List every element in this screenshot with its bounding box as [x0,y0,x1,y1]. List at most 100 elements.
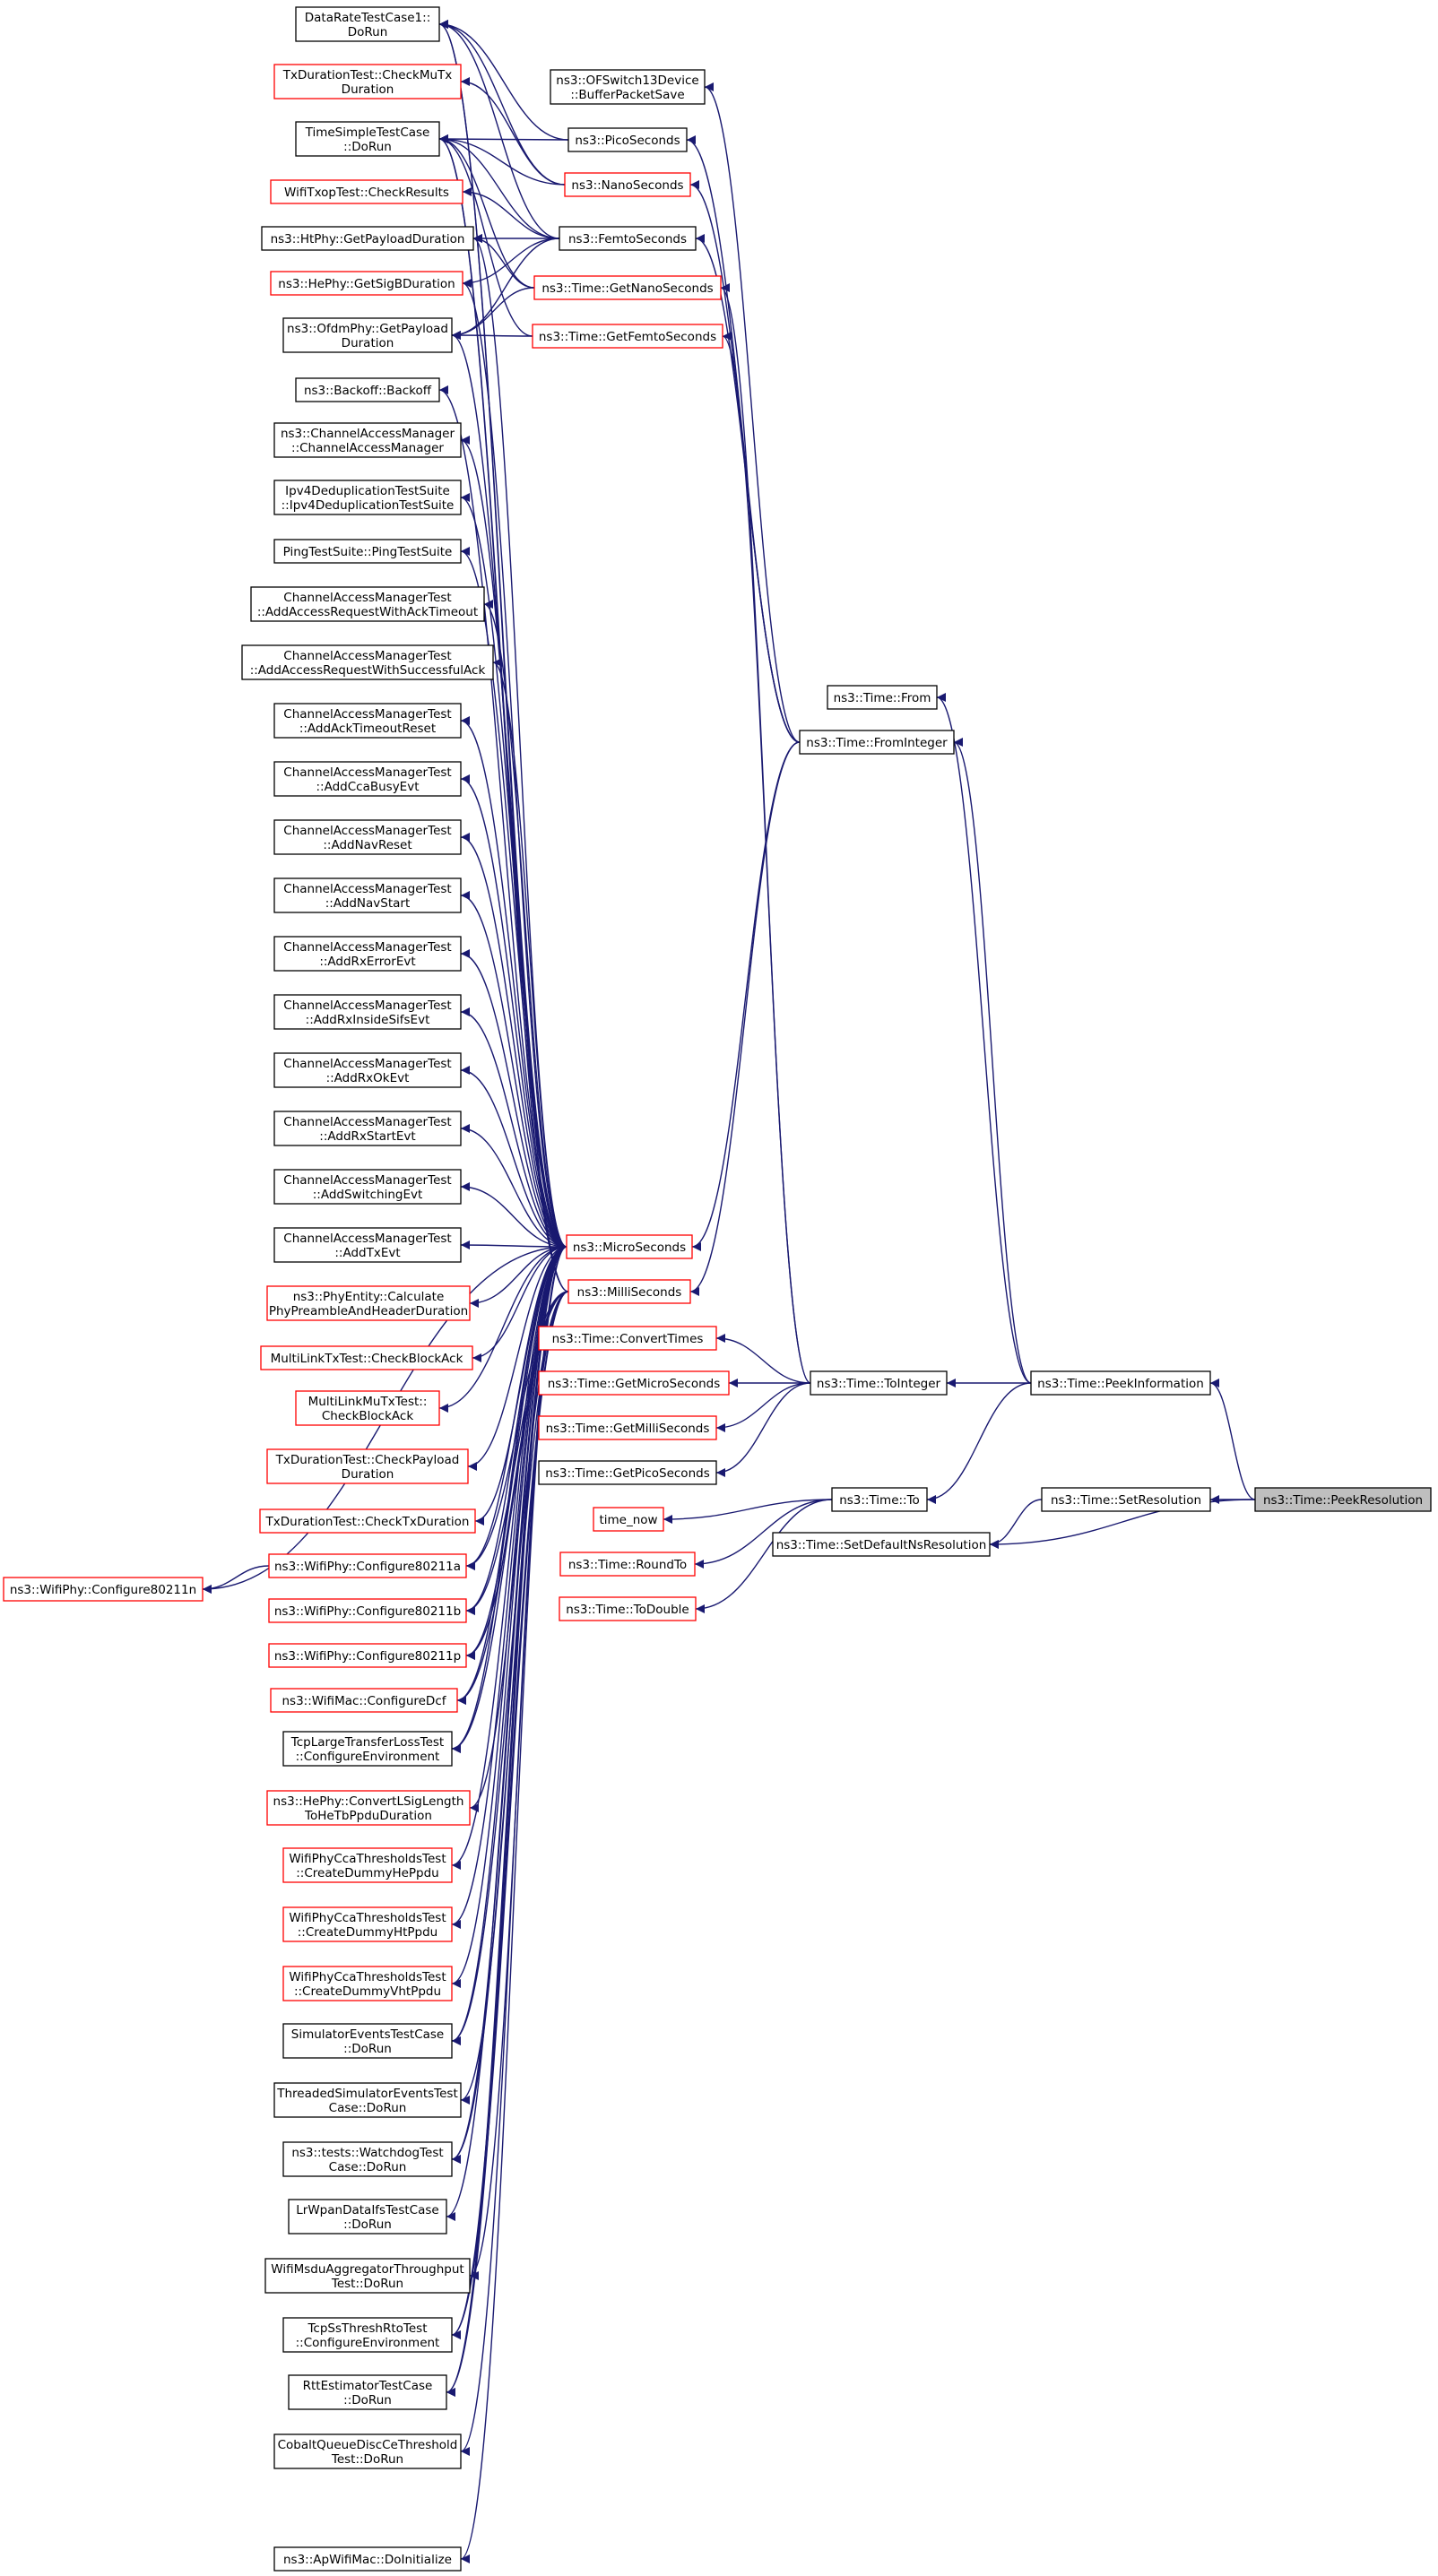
node-label: ::ChannelAccessManager [291,441,444,455]
node-ns3-milliseconds[interactable]: ns3::MilliSeconds [567,1279,691,1304]
node-box [273,2546,462,2572]
node-box [273,2433,462,2469]
node-ns3-time-roundto[interactable]: ns3::Time::RoundTo [559,1552,696,1577]
node-channelaccessmanagertest-addccabusyevt[interactable]: ChannelAccessManagerTest::AddCcaBusyEvt [273,761,462,797]
node-multilinkmutxtest-checkblockack[interactable]: MultiLinkMuTxTest::CheckBlockAck [295,1390,440,1426]
node-ns3-ofdmphy-getpayloadduration[interactable]: ns3::OfdmPhy::GetPayloadDuration [282,317,453,353]
node-wifiphyccathresholdstest-createdummyhtppdu[interactable]: WifiPhyCcaThresholdsTest::CreateDummyHtP… [282,1906,453,1942]
node-ipv4deduplicationtestsuite-ipv4deduplicationtestsuite[interactable]: Ipv4DeduplicationTestSuite::Ipv4Deduplic… [273,480,462,515]
node-ns3-htphy-getpayloadduration[interactable]: ns3::HtPhy::GetPayloadDuration [261,226,474,251]
edge-picoseconds-to-dataratetest [438,20,569,141]
node-label: ::BufferPacketSave [570,88,684,102]
node-wifiphyccathresholdstest-createdummyheppdu[interactable]: WifiPhyCcaThresholdsTest::CreateDummyHeP… [282,1847,453,1883]
node-label: ChannelAccessManagerTest [283,940,451,955]
node-label: ::DoRun [343,2393,392,2407]
node-ns3-time-getpicoseconds[interactable]: ns3::Time::GetPicoSeconds [538,1460,717,1485]
node-ns3-time-setdefaultnsresolution[interactable]: ns3::Time::SetDefaultNsResolution [772,1532,991,1557]
node-ns3-wifiphy-configure80211n[interactable]: ns3::WifiPhy::Configure80211n [3,1577,204,1602]
node-channelaccessmanagertest-addnavreset[interactable]: ChannelAccessManagerTest::AddNavReset [273,819,462,855]
node-ns3-nanoseconds[interactable]: ns3::NanoSeconds [564,172,691,197]
edge-peekresolution-to-setdefaultnsresolution [989,1499,1256,1549]
node-label: ns3::HePhy::GetSigBDuration [278,277,455,291]
node-label: ns3::ChannelAccessManager [281,427,455,441]
node-label: ChannelAccessManagerTest [283,649,451,663]
node-ns3-time-getfemtoseconds[interactable]: ns3::Time::GetFemtoSeconds [532,324,723,349]
node-txdurationtest-checktxduration[interactable]: TxDurationTest::CheckTxDuration [259,1508,476,1534]
node-ns3-phyentity-calculatephypreambleandheaderduration[interactable]: ns3::PhyEntity::CalculatePhyPreambleAndH… [266,1285,471,1321]
node-ns3-channelaccessmanager-channelaccessmanager[interactable]: ns3::ChannelAccessManager::ChannelAccess… [273,422,462,458]
node-wifiphyccathresholdstest-createdummyvhtppdu[interactable]: WifiPhyCcaThresholdsTest::CreateDummyVht… [282,1966,453,2001]
node-dataratetestcase1-dorun[interactable]: DataRateTestCase1::DoRun [295,6,440,42]
node-ns3-wifiphy-configure80211p[interactable]: ns3::WifiPhy::Configure80211p [268,1643,467,1668]
node-ns3-time-todouble[interactable]: ns3::Time::ToDouble [559,1596,697,1621]
node-ns3-hephy-getsigbduration[interactable]: ns3::HePhy::GetSigBDuration [270,271,463,296]
node-label: ns3::OfdmPhy::GetPayload [287,322,448,336]
node-ns3-wifiphy-configure80211a[interactable]: ns3::WifiPhy::Configure80211a [268,1553,467,1578]
node-pingtestsuite-pingtestsuite[interactable]: PingTestSuite::PingTestSuite [273,539,462,564]
node-tcpssthreshrtotest-configureenvironment[interactable]: TcpSsThreshRtoTest::ConfigureEnvironment [282,2317,453,2353]
node-ns3-femtoseconds[interactable]: ns3::FemtoSeconds [559,226,697,251]
node-ns3-time-frominteger[interactable]: ns3::Time::FromInteger [799,730,955,755]
node-channelaccessmanagertest-addrxerrorevt[interactable]: ChannelAccessManagerTest::AddRxErrorEvt [273,936,462,972]
edge-microseconds-to-ccaht [451,1246,567,1929]
node-ns3-time-getmilliseconds[interactable]: ns3::Time::GetMilliSeconds [538,1415,717,1440]
node-label: ns3::Time::RoundTo [568,1558,687,1572]
node-ns3-time-peekinformation[interactable]: ns3::Time::PeekInformation [1030,1370,1211,1396]
node-channelaccessmanagertest-addrxinsidesifsevt[interactable]: ChannelAccessManagerTest::AddRxInsideSif… [273,994,462,1030]
node-time-now[interactable]: time_now [593,1507,664,1532]
node-lrwpandataifstestcase-dorun[interactable]: LrWpanDataIfsTestCase::DoRun [288,2199,447,2235]
node-box [260,1345,473,1370]
node-box [593,1507,664,1532]
node-box [273,819,462,855]
node-box [282,2141,453,2177]
node-box [250,586,485,622]
node-ns3-wifimac-configuredcf[interactable]: ns3::WifiMac::ConfigureDcf [270,1688,458,1713]
node-label: ns3::WifiPhy::Configure80211p [274,1649,461,1664]
node-channelaccessmanagertest-addnavstart[interactable]: ChannelAccessManagerTest::AddNavStart [273,877,462,913]
node-channelaccessmanagertest-addtxevt[interactable]: ChannelAccessManagerTest::AddTxEvt [273,1227,462,1263]
node-channelaccessmanagertest-addrxokevt[interactable]: ChannelAccessManagerTest::AddRxOkEvt [273,1052,462,1088]
edge-peekinformation-to-to [926,1382,1032,1504]
node-channelaccessmanagertest-addrxstartevt[interactable]: ChannelAccessManagerTest::AddRxStartEvt [273,1111,462,1146]
node-label: ns3::Time::GetPicoSeconds [545,1466,709,1481]
node-ns3-time-setresolution[interactable]: ns3::Time::SetResolution [1041,1487,1211,1512]
node-channelaccessmanagertest-addaccessrequestwithacktimeout[interactable]: ChannelAccessManagerTest::AddAccessReque… [250,586,485,622]
node-tcplargetransferlosstest-configureenvironment[interactable]: TcpLargeTransferLossTest::ConfigureEnvir… [282,1731,453,1767]
node-ns3-microseconds[interactable]: ns3::MicroSeconds [566,1234,693,1259]
node-ns3-ofswitch13device-bufferpacketsave[interactable]: ns3::OFSwitch13Device::BufferPacketSave [550,69,706,105]
node-ns3-backoff-backoff[interactable]: ns3::Backoff::Backoff [295,377,440,402]
node-ns3-time-getnanoseconds[interactable]: ns3::Time::GetNanoSeconds [533,275,722,300]
node-ns3-hephy-convertlsiglengthtohetbppduduration[interactable]: ns3::HePhy::ConvertLSigLengthToHeTbPpduD… [266,1790,471,1826]
node-ns3-time-getmicroseconds[interactable]: ns3::Time::GetMicroSeconds [538,1370,730,1396]
node-timesimpletestcase-dorun[interactable]: TimeSimpleTestCase::DoRun [295,121,440,157]
node-ns3-time-tointeger[interactable]: ns3::Time::ToInteger [810,1370,948,1396]
node-simulatoreventstestcase-dorun[interactable]: SimulatorEventsTestCase::DoRun [282,2023,453,2059]
node-ns3-wifiphy-configure80211b[interactable]: ns3::WifiPhy::Configure80211b [268,1598,467,1623]
node-label: RttEstimatorTestCase [303,2379,433,2393]
node-label: ::AddAccessRequestWithSuccessfulAck [250,663,486,678]
edge-femtoseconds-to-hephysig [462,238,560,288]
node-ns3-time-from[interactable]: ns3::Time::From [827,685,938,710]
node-label: TimeSimpleTestCase [305,125,430,140]
node-channelaccessmanagertest-addswitchingevt[interactable]: ChannelAccessManagerTest::AddSwitchingEv… [273,1169,462,1205]
node-multilinktxtest-checkblockack[interactable]: MultiLinkTxTest::CheckBlockAck [260,1345,473,1370]
node-ns3-time-converttimes[interactable]: ns3::Time::ConvertTimes [538,1326,717,1351]
node-ns3-picoseconds[interactable]: ns3::PicoSeconds [567,127,688,152]
node-ns3-time-peekresolution[interactable]: ns3::Time::PeekResolution [1254,1487,1432,1512]
node-channelaccessmanagertest-addacktimeoutreset[interactable]: ChannelAccessManagerTest::AddAckTimeoutR… [273,703,462,739]
node-channelaccessmanagertest-addaccessrequestwithsuccessfulack[interactable]: ChannelAccessManagerTest::AddAccessReque… [241,644,494,680]
edge-microseconds-to-simevents [451,1246,567,2045]
node-ns3-apwifimac-doinitialize[interactable]: ns3::ApWifiMac::DoInitialize [273,2546,462,2572]
node-rttestimatortestcase-dorun[interactable]: RttEstimatorTestCase::DoRun [288,2374,447,2410]
node-label: ns3::Time::From [834,691,931,705]
node-wifitxoptest-checkresults[interactable]: WifiTxopTest::CheckResults [270,179,463,204]
node-label: ToHeTbPpduDuration [304,1809,432,1823]
node-box [538,1370,730,1396]
node-ns3-time-to[interactable]: ns3::Time::To [831,1487,928,1512]
